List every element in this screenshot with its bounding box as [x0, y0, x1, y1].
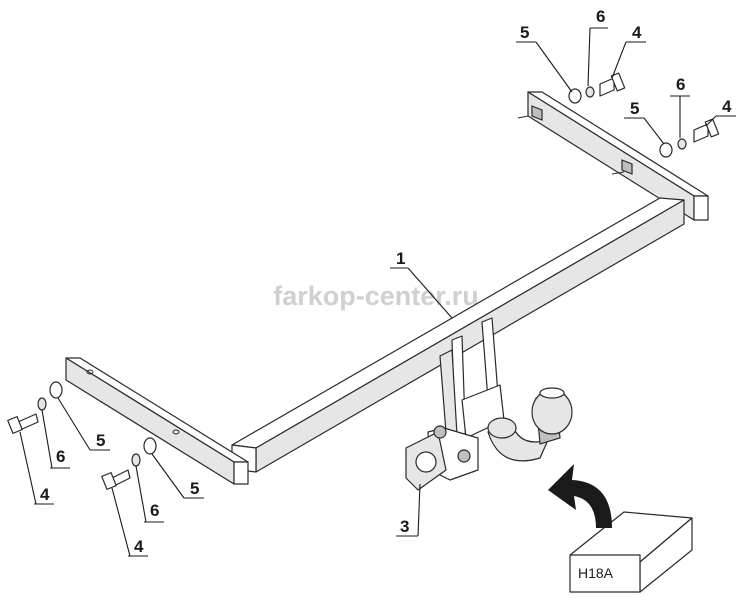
- socket-bracket: [405, 425, 479, 491]
- callout-washer-top-left: 5: [516, 23, 573, 93]
- watermark: farkop-center.ru: [273, 281, 479, 311]
- callout-beam-number: 1: [396, 249, 405, 268]
- callout-lock-top-right: 6: [670, 75, 690, 138]
- callout-washer-bottom-left-upper-number: 5: [96, 431, 105, 450]
- lock-washer-bottom-left-lower: [131, 453, 141, 467]
- flat-washer-top-right: [659, 142, 673, 158]
- callout-bolt-top-right-number: 4: [722, 97, 732, 116]
- fastener-set-bottom-left-upper: [7, 381, 63, 434]
- callout-bolt-bottom-left-upper: 4: [19, 431, 54, 505]
- right-side-plate: [517, 91, 709, 221]
- callout-lock-bottom-left-upper-number: 6: [56, 447, 65, 466]
- callout-washer-top-right-number: 5: [630, 99, 639, 118]
- callout-lock-top-left-number: 6: [596, 7, 605, 26]
- callout-lock-top-left: 6: [587, 7, 608, 87]
- callout-washer-top-right: 5: [624, 99, 665, 145]
- callout-beam: 1: [390, 249, 453, 319]
- main-cross-beam: [231, 197, 685, 473]
- curved-arrow-icon: [548, 464, 612, 528]
- callout-lock-bottom-left-lower-number: 6: [150, 501, 159, 520]
- callout-washer-bottom-left-lower-number: 5: [190, 479, 199, 498]
- fastener-set-top-left: [568, 72, 626, 104]
- callout-bolt-top-left-number: 4: [632, 23, 642, 42]
- bolt-top-right: [693, 123, 709, 143]
- lock-washer-bottom-left-upper: [37, 397, 47, 411]
- callout-washer-bottom-left-upper: 5: [57, 397, 110, 451]
- nut-top-1: [531, 105, 543, 121]
- callout-bolt-top-left: 4: [611, 23, 646, 79]
- callout-bracket-number: 3: [400, 517, 409, 536]
- tow-ball-neck: [487, 387, 573, 462]
- nut-top-2: [621, 159, 633, 175]
- callout-washer-top-left-number: 5: [520, 23, 529, 42]
- package-box: H18A: [569, 511, 693, 593]
- callout-bolt-top-right: 4: [705, 97, 736, 127]
- flat-washer-bottom-left-upper: [49, 381, 63, 399]
- flat-washer-bottom-left-lower: [143, 437, 157, 455]
- lock-washer-top-left: [585, 86, 595, 98]
- left-side-plate: [65, 357, 249, 485]
- callout-bracket: 3: [396, 483, 421, 537]
- lock-washer-top-right: [677, 138, 687, 150]
- fastener-set-bottom-left-lower: [101, 437, 157, 490]
- callout-lock-top-right-number: 6: [676, 75, 685, 94]
- flat-washer-top-left: [568, 88, 582, 104]
- ball-mount-bracket: [439, 317, 505, 459]
- callout-lock-bottom-left-upper: 6: [41, 409, 70, 469]
- callout-bolt-bottom-left-lower: 4: [111, 487, 148, 557]
- callout-lock-bottom-left-lower: 6: [135, 465, 164, 523]
- callout-bolt-bottom-left-upper-number: 4: [40, 485, 50, 504]
- fastener-set-top-right: [659, 118, 720, 158]
- callout-bolt-bottom-left-lower-number: 4: [134, 537, 144, 556]
- callout-washer-bottom-left-lower: 5: [151, 453, 204, 499]
- box-label: H18A: [578, 565, 614, 581]
- bolt-top-left: [599, 77, 615, 97]
